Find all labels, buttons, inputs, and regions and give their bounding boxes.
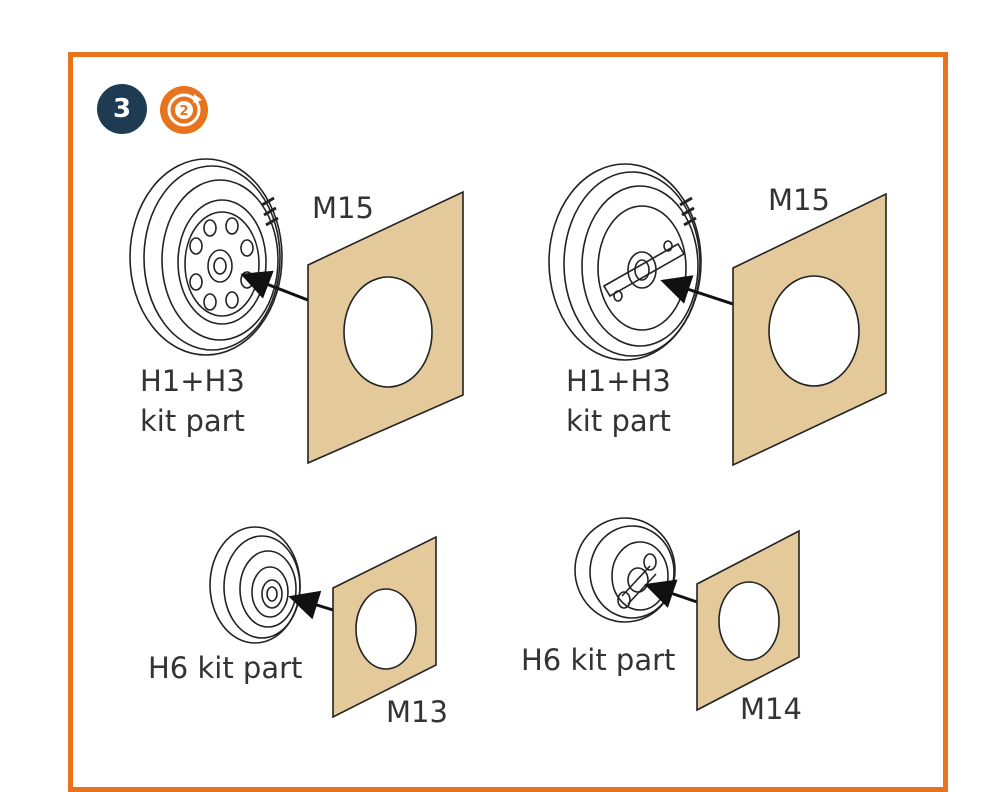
mask-label-m13: M13 — [386, 695, 448, 729]
mask-m15-left — [307, 190, 464, 465]
mask-m14 — [696, 529, 800, 712]
part-label-h1h3-left-line1: H1+H3 — [140, 364, 245, 398]
repeat-count: 2 — [179, 104, 188, 119]
mask-label-m15-right: M15 — [768, 183, 830, 217]
mask-m13 — [332, 535, 437, 719]
mask-m15-right — [732, 192, 887, 467]
part-label-h1h3-left-line2: kit part — [140, 404, 245, 438]
tail-wheel-left — [209, 526, 301, 644]
repeat-x2-icon: 2 — [160, 86, 208, 134]
tail-wheel-right — [574, 517, 676, 623]
part-label-h1h3-right-line1: H1+H3 — [566, 364, 671, 398]
step-number-badge: 3 — [97, 84, 147, 134]
main-wheel-right — [548, 163, 702, 361]
part-label-h1h3-right-line2: kit part — [566, 404, 671, 438]
part-label-h6-right: H6 kit part — [521, 643, 676, 677]
mask-label-m14: M14 — [740, 692, 802, 726]
assembly-illustration — [129, 158, 887, 719]
part-label-h6-left: H6 kit part — [148, 651, 303, 685]
mask-label-m15-left: M15 — [312, 191, 374, 225]
main-wheel-left — [129, 158, 283, 356]
